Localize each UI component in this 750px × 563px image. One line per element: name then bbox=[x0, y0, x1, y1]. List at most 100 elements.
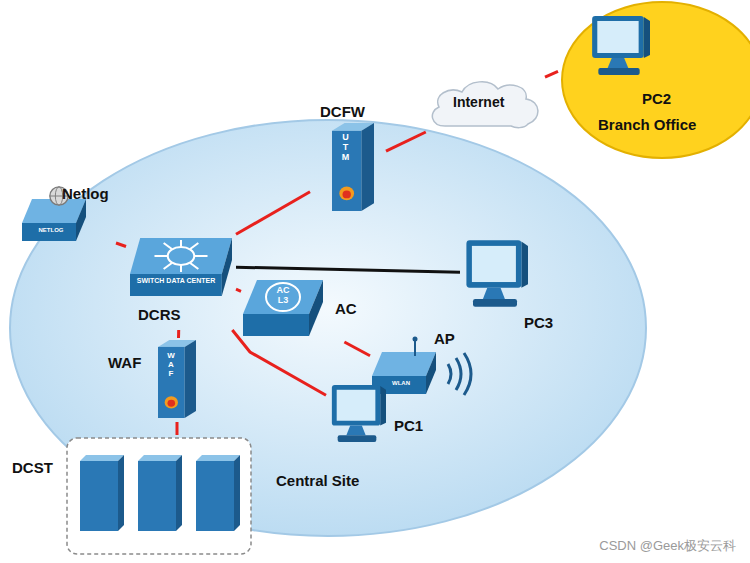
shape-part bbox=[168, 400, 176, 407]
tower-icon bbox=[332, 123, 374, 211]
network-link bbox=[116, 243, 126, 247]
device-label: Branch Office bbox=[598, 116, 696, 133]
network-link bbox=[344, 342, 370, 356]
shape-part bbox=[158, 347, 185, 418]
shape-part bbox=[592, 16, 644, 58]
wireless-controller-device: ACAC L3 bbox=[243, 280, 368, 340]
shape-part bbox=[343, 190, 351, 198]
waves-icon bbox=[442, 352, 482, 396]
icon-text: UTM bbox=[341, 133, 350, 163]
watermark: CSDN @Geek极安云科 bbox=[599, 537, 736, 555]
log-server-device: NetlogNETLOG bbox=[22, 185, 114, 247]
shape-part bbox=[483, 288, 505, 299]
storage-cluster: DCST bbox=[12, 437, 254, 557]
shape-part bbox=[164, 263, 172, 269]
monitor-icon bbox=[588, 14, 650, 76]
network-link bbox=[236, 192, 310, 235]
device-label: Netlog bbox=[62, 185, 109, 202]
shape-part bbox=[448, 364, 451, 384]
device-label: DCFW bbox=[320, 103, 365, 120]
shape-part bbox=[472, 246, 516, 282]
shape-part bbox=[361, 123, 374, 211]
shape-part bbox=[154, 240, 207, 272]
shape-part bbox=[414, 339, 416, 356]
device-label: PC1 bbox=[394, 417, 423, 434]
shape-part bbox=[309, 280, 323, 336]
network-link bbox=[232, 330, 326, 395]
site-region: Central SiteDCFWUTMNetlogNETLOGDCRSSWITC… bbox=[8, 118, 648, 538]
icon-text: SWITCH DATA CENTER bbox=[132, 277, 220, 285]
shape-part bbox=[332, 385, 380, 426]
shape-part bbox=[130, 238, 232, 274]
shape-part bbox=[80, 455, 240, 531]
shape-part bbox=[598, 68, 639, 75]
network-link bbox=[176, 422, 179, 435]
shape-part bbox=[456, 358, 461, 390]
shape-part bbox=[80, 461, 118, 531]
shape-part bbox=[266, 283, 300, 311]
shape-part bbox=[154, 255, 167, 257]
shape-part bbox=[562, 2, 750, 158]
shape-part bbox=[243, 314, 309, 336]
icon-text: WAF bbox=[167, 352, 175, 378]
shape-part bbox=[372, 352, 436, 376]
branch-office-region: PC2Branch Office bbox=[560, 0, 750, 160]
shape-part bbox=[130, 274, 222, 296]
shape-part bbox=[176, 455, 182, 531]
shape-part bbox=[67, 438, 251, 554]
shape-part bbox=[337, 390, 376, 421]
shape-part bbox=[80, 455, 124, 461]
device-label: WAF bbox=[108, 354, 141, 371]
device-label: PC3 bbox=[524, 314, 553, 331]
network-link bbox=[236, 267, 460, 272]
shape-part bbox=[194, 255, 207, 257]
core-switch-device: DCRS SWITCH DATA CENTER bbox=[128, 236, 234, 328]
shape-part bbox=[521, 241, 528, 287]
device-label: PC2 bbox=[642, 90, 671, 107]
shape-part bbox=[118, 455, 124, 531]
shape-part bbox=[473, 299, 517, 307]
tower-icon bbox=[158, 340, 196, 418]
shape-part bbox=[339, 187, 354, 201]
shape-part bbox=[190, 243, 198, 249]
shape-part bbox=[432, 82, 538, 128]
pc-device: PC3 bbox=[462, 238, 562, 336]
shape-part bbox=[168, 247, 195, 265]
store-icon bbox=[66, 437, 252, 555]
shape-part bbox=[346, 426, 365, 436]
firewall-device: DCFW UTM bbox=[312, 103, 384, 213]
web-firewall-device: WAF WAF bbox=[108, 340, 200, 420]
network-link bbox=[545, 71, 558, 77]
shape-part bbox=[196, 461, 234, 531]
pc-device: PC1 bbox=[328, 383, 433, 445]
device-label: Central Site bbox=[276, 472, 359, 489]
shape-part bbox=[644, 17, 650, 58]
shape-part bbox=[180, 240, 182, 247]
icon-text: WLAN bbox=[376, 380, 426, 387]
device-label: DCRS bbox=[138, 306, 181, 323]
shape-part bbox=[10, 120, 646, 536]
device-label: AC bbox=[335, 300, 357, 317]
shape-part bbox=[234, 455, 240, 531]
shape-part bbox=[466, 240, 521, 287]
device-label: AP bbox=[434, 330, 455, 347]
icon-text: NETLOG bbox=[26, 227, 76, 234]
shape-part bbox=[22, 223, 76, 241]
shape-part bbox=[185, 340, 196, 418]
sw-icon bbox=[130, 238, 232, 298]
shape-part bbox=[222, 238, 232, 296]
shape-part bbox=[448, 353, 471, 395]
monitor-icon bbox=[328, 383, 386, 443]
branch-icon bbox=[560, 0, 750, 160]
device-label: DCST bbox=[12, 459, 53, 476]
slab-icon bbox=[22, 199, 86, 243]
monitor-icon bbox=[462, 238, 528, 308]
shape-part bbox=[138, 461, 176, 531]
antenna-icon bbox=[410, 336, 420, 356]
shape-part bbox=[413, 337, 418, 342]
shape-part bbox=[138, 455, 182, 461]
network-link bbox=[177, 330, 180, 338]
shape-part bbox=[164, 243, 172, 249]
internet-cloud: Internet bbox=[425, 78, 543, 130]
